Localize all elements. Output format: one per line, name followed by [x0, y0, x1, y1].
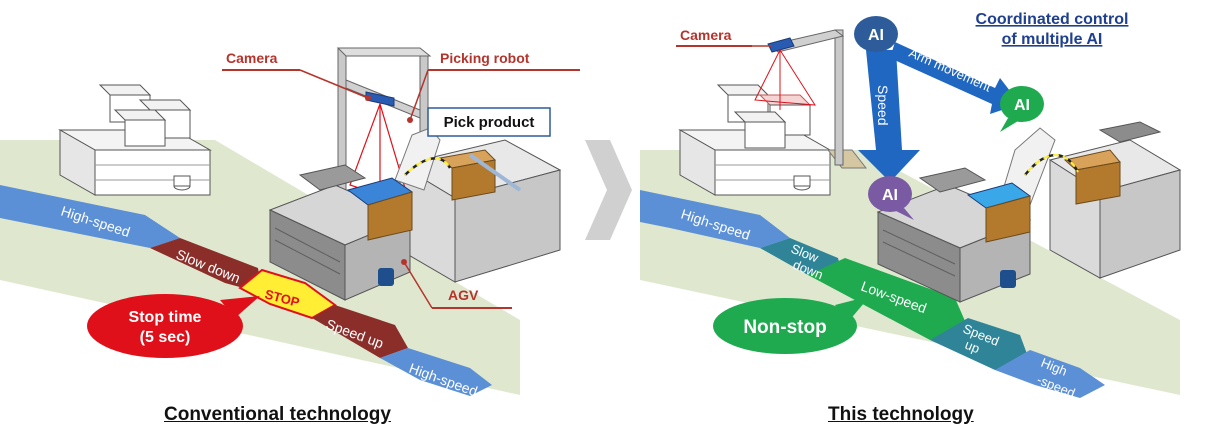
- right-camera-icon: [767, 37, 795, 53]
- left-picking-robot-label: Picking robot: [440, 50, 530, 66]
- left-lane-speed-up: [312, 305, 408, 358]
- left-agv: [268, 164, 414, 301]
- right-robot-station: [1048, 121, 1182, 279]
- right-shelf-station: [678, 84, 832, 196]
- left-camera-frame: [336, 47, 432, 224]
- left-stop-time-bubble: Stop time (5 sec): [87, 294, 260, 358]
- right-caption: This technology: [828, 404, 974, 425]
- left-lane-high-speed-1: [0, 185, 180, 248]
- left-panel: High-speed Slow down STOP Speed up High-…: [0, 47, 580, 399]
- speed-arrow-label: Speed: [875, 85, 891, 125]
- ai-top-bubble: AI: [854, 16, 898, 52]
- ai-top-label: AI: [868, 27, 884, 44]
- left-shelf-station: [58, 84, 212, 196]
- left-robot-arm: [394, 127, 452, 191]
- stop-time-line1: Stop time: [129, 309, 202, 326]
- ai-arrows: Speed Arm movement: [858, 42, 1020, 182]
- right-agv: [876, 167, 1032, 303]
- chevron-right-arrow-icon: [585, 140, 632, 240]
- right-camera-frame: [754, 29, 868, 169]
- right-camera-label: Camera: [680, 27, 732, 43]
- right-callouts: Camera Coordinated control of multiple A…: [676, 11, 1128, 48]
- pick-product-box: [427, 107, 551, 137]
- right-lane-high-speed: [640, 190, 790, 248]
- right-panel: High-speed Slow down Low-speed Speed up …: [640, 11, 1182, 401]
- left-robot-station: [398, 139, 562, 283]
- left-caption: Conventional technology: [164, 404, 391, 425]
- ai-right-bubble: AI: [1000, 86, 1044, 132]
- left-lane-high-speed-2: [380, 348, 492, 396]
- right-lane-low-speed: [808, 258, 968, 340]
- ai-right-label: AI: [1014, 97, 1030, 114]
- right-lane-label-up: up: [963, 337, 982, 356]
- nonstop-label: Non-stop: [743, 317, 826, 338]
- left-camera-label: Camera: [226, 50, 278, 66]
- right-lane-high-speed-2: [995, 350, 1105, 398]
- speed-arrow: [858, 50, 920, 182]
- left-callouts: Camera Picking robot Pick product AGV: [222, 50, 580, 309]
- right-agv-bin-icon: [1000, 270, 1016, 288]
- arm-movement-arrow: [890, 42, 1020, 114]
- right-lane-speed-up: [930, 318, 1030, 370]
- left-agv-label: AGV: [448, 287, 479, 303]
- stop-time-line2: (5 sec): [140, 329, 191, 346]
- left-lane-slow-down: [150, 238, 262, 293]
- left-agv-bin-icon: [378, 268, 394, 286]
- coordinated-control-line1: Coordinated control: [976, 11, 1129, 28]
- ai-bottom-label: AI: [882, 187, 898, 204]
- right-nonstop-bubble: Non-stop: [713, 296, 870, 354]
- pick-product-label: Pick product: [444, 114, 535, 131]
- coordinated-control-line2: of multiple AI: [1002, 31, 1103, 48]
- ai-bottom-bubble: AI: [868, 176, 914, 220]
